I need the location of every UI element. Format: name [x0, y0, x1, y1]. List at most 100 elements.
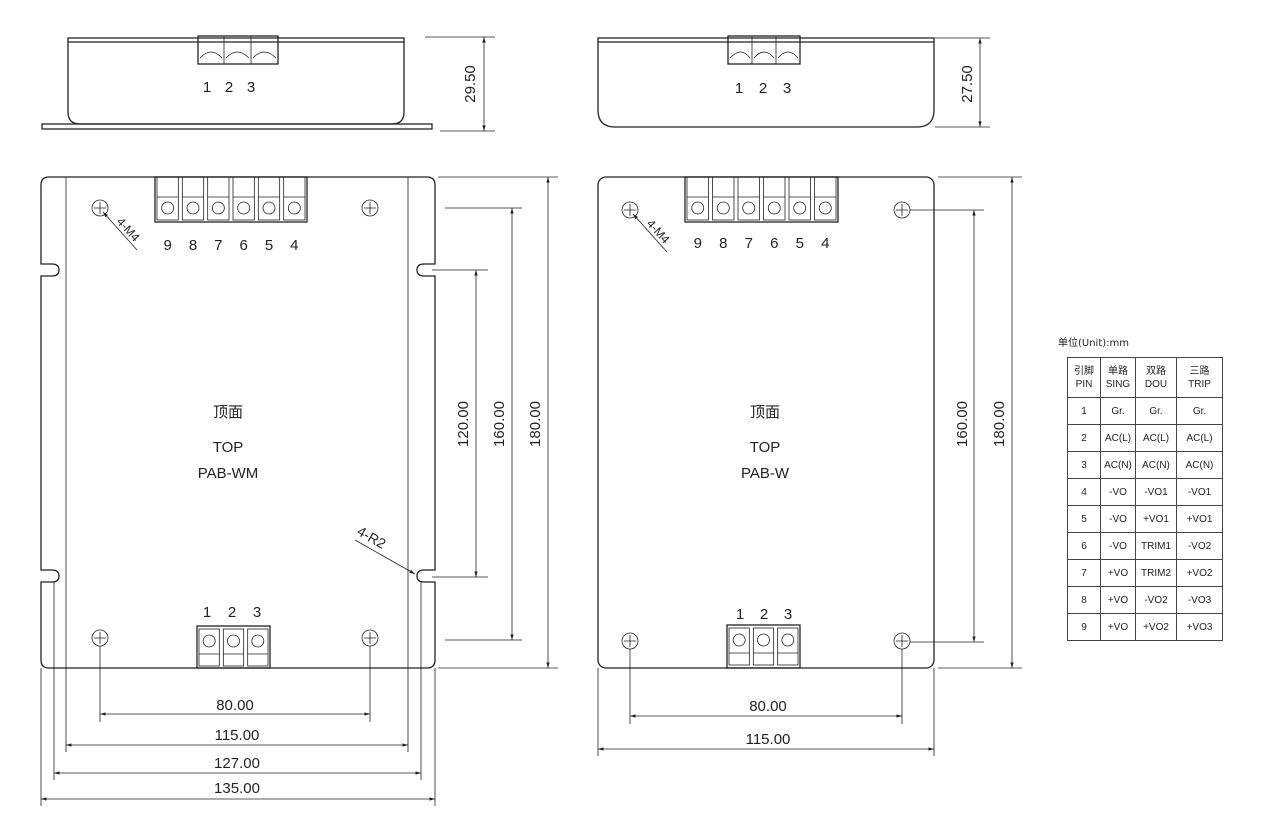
- table-cell: -VO: [1100, 532, 1136, 560]
- mounting-hole: [621, 632, 639, 650]
- table-cell: +VO: [1100, 613, 1136, 641]
- pin-label: 2: [760, 606, 768, 623]
- model-name: PAB-W: [741, 465, 790, 482]
- terminal-cell: [752, 627, 775, 666]
- screw-terminal: [186, 201, 200, 215]
- table-cell: +VO: [1100, 586, 1136, 614]
- pin-label: 8: [719, 235, 727, 252]
- screw-terminal: [818, 201, 832, 215]
- terminal-cell: [207, 176, 230, 221]
- table-cell: 1: [1067, 397, 1101, 425]
- label-top-cn: 顶面: [213, 404, 243, 421]
- mounting-hole: [893, 632, 911, 650]
- unit-note: 单位(Unit):mm: [1058, 338, 1130, 349]
- height-dimension: 27.50: [959, 65, 976, 103]
- table-cell: -VO: [1100, 478, 1136, 506]
- label-top-en: TOP: [213, 439, 244, 456]
- dimension-80: 80.00: [216, 697, 254, 714]
- dimension-160: 160.00: [491, 401, 508, 447]
- terminal-cell: [156, 176, 179, 221]
- table-cell: -VO: [1100, 505, 1136, 533]
- table-cell: TRIM1: [1135, 532, 1177, 560]
- table-cell: +VO: [1100, 559, 1136, 587]
- screw-terminal: [757, 633, 770, 647]
- table-cell: 6: [1067, 532, 1101, 560]
- radius-note: 4-R2: [355, 523, 389, 552]
- mounting-hole: [893, 201, 911, 219]
- model-name: PAB-WM: [198, 465, 259, 482]
- screw-terminal: [211, 201, 225, 215]
- dimension-180: 180.00: [991, 401, 1008, 447]
- terminal-cell: [181, 176, 205, 221]
- pin-label: 2: [759, 80, 767, 97]
- dimension-115: 115.00: [746, 731, 791, 748]
- screw-terminal: [161, 201, 175, 215]
- terminal-cell: [257, 176, 281, 221]
- pin-label: 5: [796, 235, 804, 252]
- pin-label: 1: [203, 604, 211, 621]
- pin-label: 2: [228, 604, 236, 621]
- header-line: TRIP: [1188, 378, 1211, 390]
- screw-terminal: [793, 201, 807, 215]
- header-line: DOU: [1144, 378, 1168, 390]
- table-cell: AC(L): [1176, 424, 1223, 452]
- pin-label: 3: [247, 79, 255, 96]
- pin-label: 9: [163, 237, 171, 254]
- terminal-cell: [814, 176, 837, 221]
- pin-label: 4: [290, 237, 298, 254]
- pin-label: 7: [745, 235, 753, 252]
- screw-terminal: [691, 201, 705, 215]
- table-cell: TRIM2: [1135, 559, 1177, 587]
- screw-terminal: [767, 201, 781, 215]
- pin-label: 6: [239, 237, 247, 254]
- table-cell: -VO2: [1176, 532, 1223, 560]
- terminal-cell: [728, 627, 750, 666]
- screw-terminal: [251, 634, 265, 648]
- table-cell: +VO2: [1135, 613, 1177, 641]
- screw-terminal: [732, 633, 746, 647]
- table-cell: AC(L): [1100, 424, 1136, 452]
- screw-terminal: [716, 201, 730, 215]
- terminal-cell: [763, 176, 786, 221]
- terminal-block-top: [154, 176, 308, 223]
- pin-label: 2: [225, 79, 233, 96]
- header-line: PIN: [1075, 378, 1093, 390]
- table-row: 9+VO+VO2+VO3: [1067, 613, 1223, 641]
- dimension-120: 120.00: [455, 401, 472, 447]
- screw-terminal: [781, 633, 795, 647]
- table-cell: AC(N): [1176, 451, 1223, 479]
- label-top-en: TOP: [750, 439, 781, 456]
- pin-label: 3: [253, 604, 261, 621]
- pin-label: 1: [735, 80, 743, 97]
- pin-label: 3: [783, 80, 791, 97]
- side-view-pab-wm: 1 2 3 29.50: [41, 35, 495, 132]
- table-cell: +VO1: [1176, 505, 1223, 533]
- pin-label: 7: [214, 237, 222, 254]
- table-cell: 9: [1067, 613, 1101, 641]
- height-dimension: 29.50: [462, 65, 479, 103]
- table-cell: 5: [1067, 505, 1101, 533]
- table-cell: -VO3: [1176, 586, 1223, 614]
- table-row: 4-VO-VO1-VO1: [1067, 478, 1223, 506]
- table-cell: Gr.: [1135, 397, 1177, 425]
- terminal-cell: [777, 627, 799, 666]
- screw-terminal: [262, 201, 276, 215]
- dimension-135: 135.00: [214, 780, 260, 797]
- pin-label: 3: [784, 606, 792, 623]
- terminal-block-side: [197, 35, 279, 65]
- terminal-block-bottom: [196, 625, 271, 669]
- screw-terminal: [237, 201, 251, 215]
- terminal-cell: [283, 176, 306, 221]
- pin-label: 4: [821, 235, 829, 252]
- table-cell: Gr.: [1176, 397, 1223, 425]
- terminal-block-bottom: [726, 624, 801, 669]
- table-cell: 3: [1067, 451, 1101, 479]
